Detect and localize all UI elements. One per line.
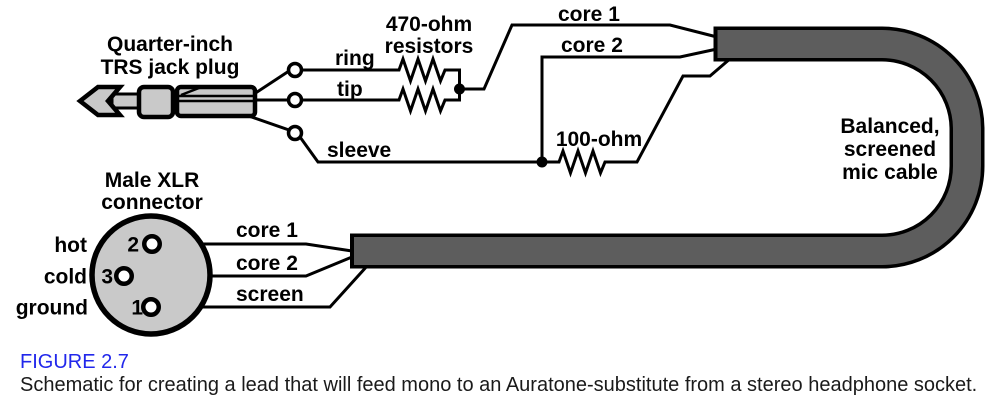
xlr-pin2-number: 2 [127,234,139,257]
core1-top-wire [459,23,718,91]
xlr-title-line2: connector [101,191,203,214]
wires [135,23,732,309]
tip-wire-470-resistor [302,84,461,116]
sleeve-wire-100-resistor [298,56,732,178]
core1-bottom-label: core 1 [236,219,298,242]
mic-cable-body [354,30,981,265]
xlr-pin-3 [114,266,134,286]
trs-ring-band [136,84,176,120]
xlr-title-line1: Male XLR [105,169,200,192]
trs-title-line1: Quarter-inch [107,33,233,56]
cable-title-line2: screened [844,138,936,161]
cable-title-line1: Balanced, [840,115,939,138]
xlr-pin1-number: 1 [131,297,143,320]
junction-dot-resistors [454,83,465,95]
sleeve-label: sleeve [327,139,391,162]
xlr-pin-1 [141,297,161,317]
resistor-470-label-line2: resistors [385,35,474,58]
ring-label: ring [335,47,375,70]
sleeve-terminal [286,124,304,142]
ring-wire-470-resistor [302,54,461,89]
trs-tip-shape [76,84,125,118]
caption-area: FIGURE 2.7 Schematic for creating a lead… [20,351,995,397]
core2-top-wire [540,47,718,162]
screen-label: screen [236,283,304,306]
xlr-connector [89,213,213,337]
resistor-470-label-line1: 470-ohm [386,13,472,36]
mic-cable [350,26,985,269]
trs-barrel-detail-lines [179,86,253,103]
xlr-body [89,213,213,337]
hot-label: hot [54,234,87,257]
figure-caption: Schematic for creating a lead that will … [20,374,978,396]
ground-label: ground [16,297,88,320]
tip-label: tip [337,78,363,101]
xlr-core1-wire [162,242,353,253]
ring-terminal-stub [253,69,290,96]
trs-title-line2: TRS jack plug [101,56,240,79]
junction-dot-sleeve [536,156,548,168]
trs-jack-plug [76,61,304,142]
ring-terminal [286,61,304,79]
figure-label: FIGURE 2.7 [20,351,129,373]
xlr-screen-wire [161,263,370,309]
resistor-100-label: 100-ohm [556,128,642,151]
core1-top-label: core 1 [558,3,620,26]
xlr-pin3-number: 3 [101,266,113,289]
cold-label: cold [44,266,87,289]
cable-title-line3: mic cable [842,161,938,184]
core2-top-label: core 2 [561,34,623,57]
tip-terminal [286,91,304,109]
schematic-diagram: Quarter-inch TRS jack plug ring tip slee… [16,3,985,337]
core2-bottom-label: core 2 [236,252,298,275]
xlr-pin-2 [142,234,162,254]
